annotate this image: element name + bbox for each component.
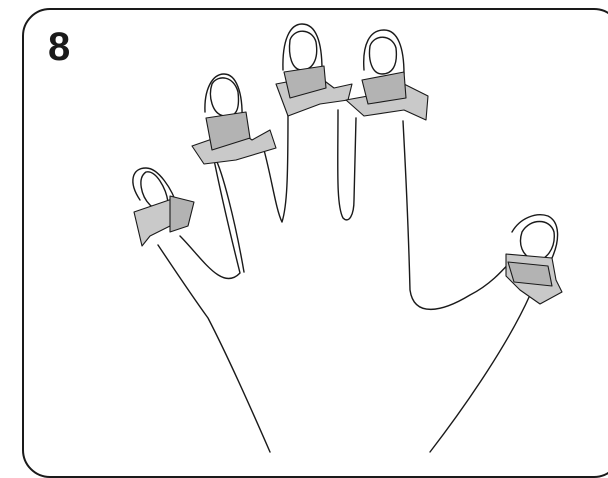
ring-nail bbox=[209, 77, 240, 117]
middle-nail bbox=[288, 30, 318, 71]
index-finger bbox=[345, 29, 429, 121]
index-nail bbox=[368, 36, 398, 75]
middle-finger bbox=[275, 23, 353, 117]
step-number: 8 bbox=[48, 25, 71, 69]
thumb bbox=[505, 214, 563, 305]
pinky-finger bbox=[132, 167, 195, 247]
thumb-nail bbox=[519, 220, 555, 261]
hand-with-taped-fingertips-icon bbox=[132, 23, 563, 453]
ring-finger bbox=[191, 73, 277, 165]
hand-outline bbox=[157, 109, 531, 453]
pinky-tape bbox=[133, 197, 179, 247]
